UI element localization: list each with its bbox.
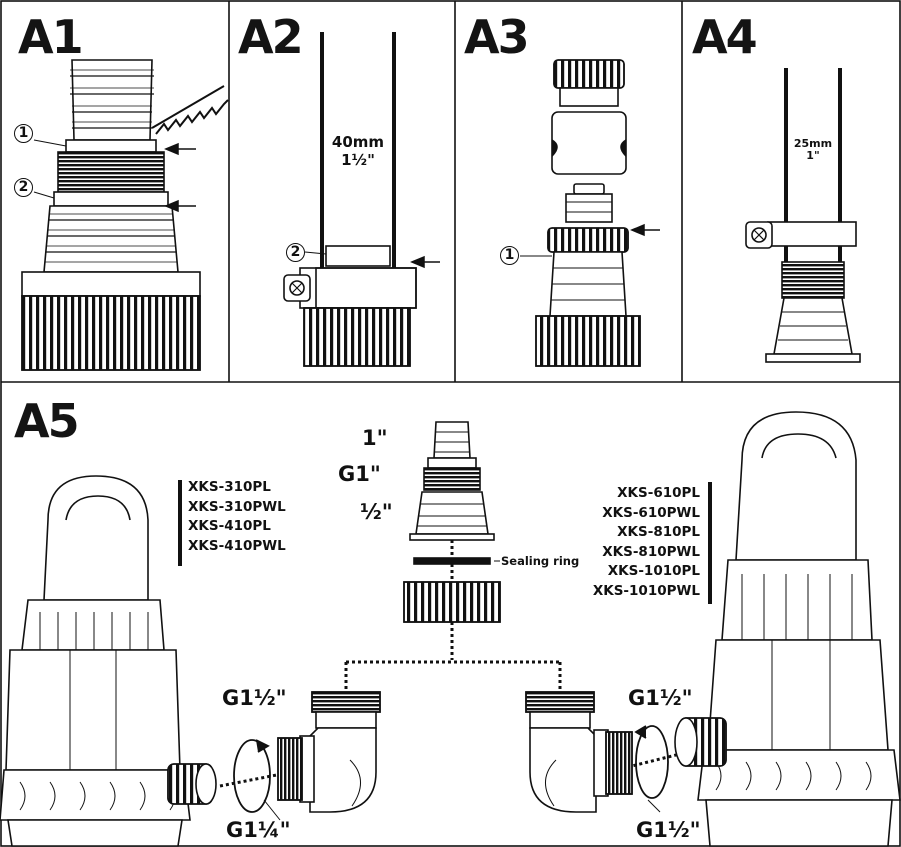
a1-hose-adapter (21, 59, 201, 371)
a5-right-model-bar (708, 482, 712, 604)
a1-arrows (164, 142, 196, 213)
a2-callout-2: 2 (286, 243, 305, 262)
a5-right-elbow-top-label: G1½" (628, 686, 693, 710)
a1-callout-1: 1 (14, 124, 33, 143)
a4-hose-fitting (745, 68, 861, 363)
left-model-item: XKS-310PWL (188, 498, 286, 515)
a5-left-elbow-bottom-label: G1¼" (226, 818, 291, 842)
a5-g112-right-leader (647, 799, 661, 813)
a2-arrow (410, 255, 440, 269)
panel-title-a1: A1 (18, 10, 84, 64)
a5-label-g1: G1" (338, 462, 381, 486)
a5-left-elbow-top-label: G1½" (222, 686, 287, 710)
a5-g114-leader (263, 799, 281, 821)
a3-callout-1: 1 (500, 246, 519, 265)
right-model-item: XKS-610PWL (602, 504, 700, 521)
panel-title-a2: A2 (238, 10, 304, 64)
a5-right-elbow (525, 691, 633, 813)
right-model-item: XKS-810PL (617, 524, 700, 540)
a5-right-pump (674, 411, 901, 847)
a3-quick-connector (535, 59, 641, 367)
a5-left-pump (0, 475, 217, 847)
right-model-item: XKS-810PWL (602, 543, 700, 560)
a5-sealing-ring-label: Sealing ring (501, 554, 580, 568)
a1-leader-lines (33, 139, 67, 199)
left-model-item: XKS-410PL (188, 518, 271, 534)
a5-left-elbow (277, 691, 381, 813)
a2-leader-line (304, 251, 327, 255)
left-model-item: XKS-310PL (188, 479, 271, 495)
a5-label-half-inch: ½" (360, 500, 393, 524)
a5-right-elbow-bottom-label: G1½" (636, 818, 701, 842)
panel-title-a5: A5 (14, 394, 80, 448)
a5-center-adapter (403, 421, 501, 623)
a5-label-1-inch: 1" (362, 426, 388, 450)
right-model-item: XKS-1010PL (607, 563, 700, 579)
a2-size-in: 1½" (341, 151, 375, 169)
right-model-item: XKS-610PL (617, 485, 700, 501)
a3-arrow (630, 223, 660, 237)
a5-left-model-list: XKS-310PL XKS-310PWL XKS-410PL XKS-410PW… (188, 478, 286, 556)
a5-right-model-list: XKS-610PL XKS-610PWL XKS-810PL XKS-810PW… (584, 484, 700, 601)
a4-size-mm: 25mm (793, 137, 833, 150)
right-model-item: XKS-1010PWL (592, 582, 700, 599)
panel-title-a3: A3 (464, 10, 530, 64)
a2-size-mm: 40mm (331, 133, 385, 151)
a5-rotation-arrows (233, 725, 669, 813)
a1-callout-2: 2 (14, 178, 33, 197)
a2-hose-fitting (283, 32, 417, 367)
a4-size-in: 1" (806, 149, 820, 162)
a5-left-model-bar (178, 480, 182, 566)
panel-title-a4: A4 (692, 10, 758, 64)
a1-saw-icon (151, 85, 229, 135)
left-model-item: XKS-410PWL (188, 537, 286, 554)
